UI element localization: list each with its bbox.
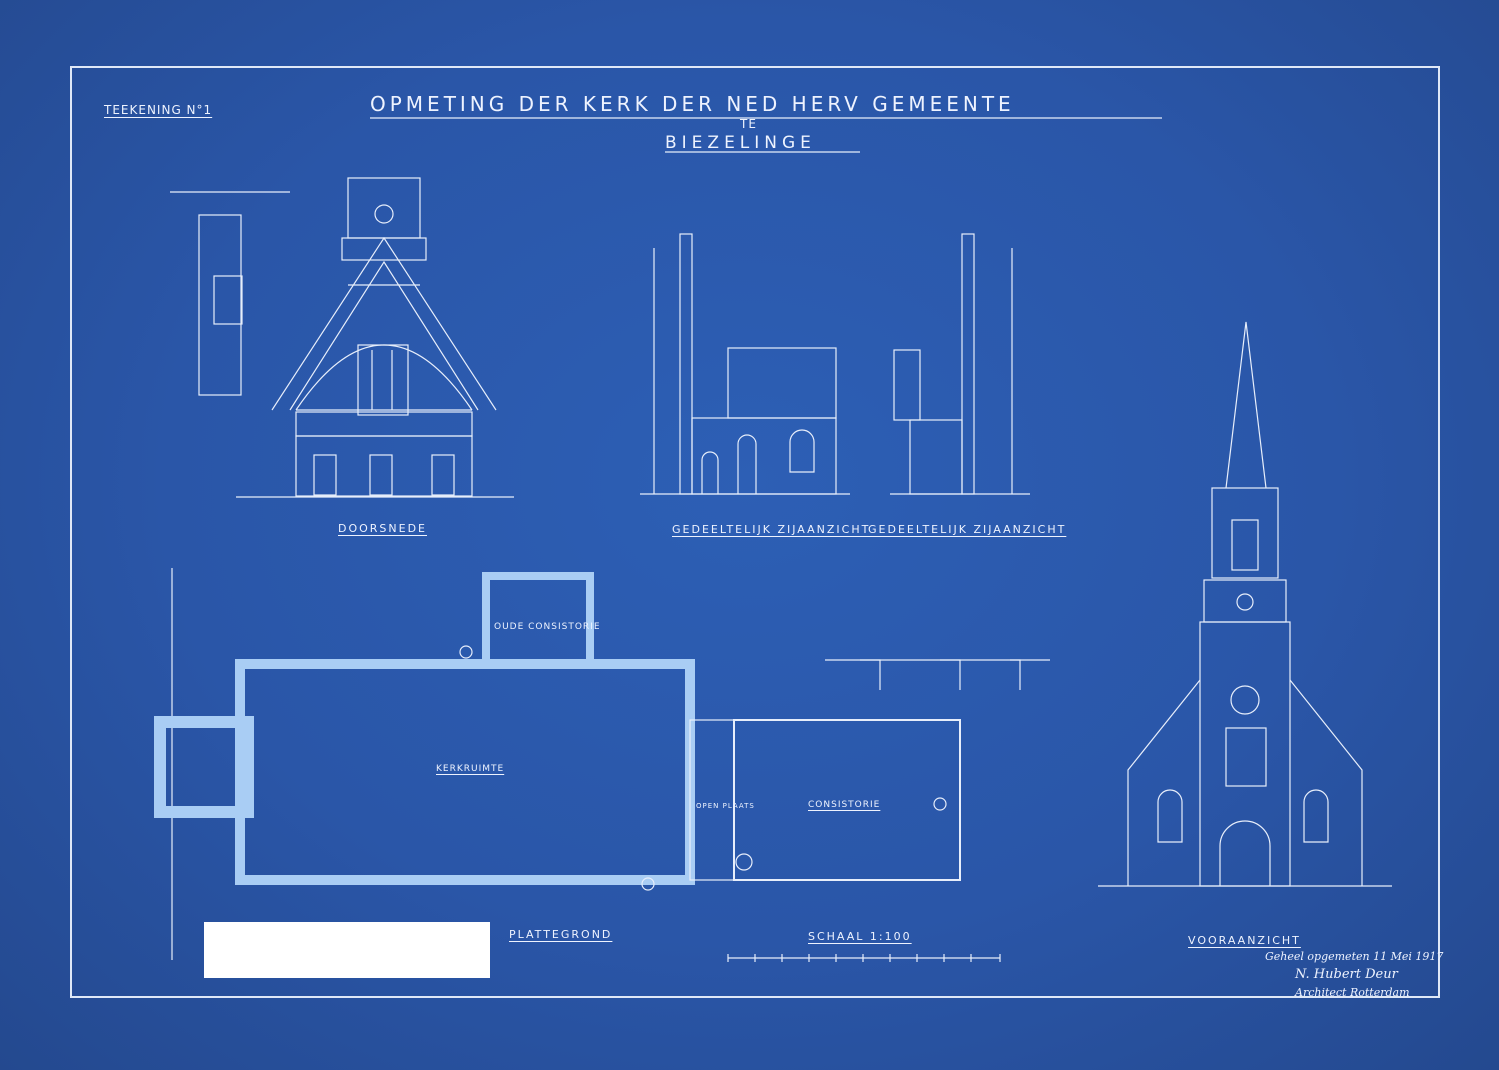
room-oude-consistorie: OUDE CONSISTORIE bbox=[494, 622, 601, 632]
signature-title: Architect Rotterdam bbox=[1295, 986, 1410, 999]
tower-plan-small bbox=[170, 191, 290, 396]
drawing-number: TEEKENING N°1 bbox=[104, 103, 213, 117]
room-consistorie: CONSISTORIE bbox=[808, 800, 881, 810]
room-open-plaats: OPEN PLAATS bbox=[696, 802, 755, 810]
signature-block: Geheel opgemeten 11 Mei 1917 N. Hubert D… bbox=[1265, 950, 1443, 1003]
scale-bar bbox=[727, 954, 1001, 962]
place-name: BIEZELINGE bbox=[665, 133, 816, 153]
drawing-frame bbox=[70, 66, 1440, 998]
pasted-label bbox=[204, 922, 490, 978]
front-elevation bbox=[1098, 321, 1392, 887]
caption-vooraanzicht: VOORAANZICHT bbox=[1188, 934, 1301, 947]
room-kerkruimte: KERKRUIMTE bbox=[436, 764, 505, 774]
caption-plattegrond: PLATTEGROND bbox=[509, 928, 613, 941]
title-te: TE bbox=[740, 117, 757, 131]
side-elevation-right bbox=[890, 233, 1030, 495]
signature-name: N. Hubert Deur bbox=[1295, 967, 1398, 982]
signature-date: Geheel opgemeten 11 Mei 1917 bbox=[1265, 950, 1444, 963]
caption-doorsnede: DOORSNEDE bbox=[338, 522, 428, 535]
foundation-details bbox=[825, 659, 1050, 690]
side-elevation-left bbox=[640, 233, 850, 495]
section-drawing bbox=[236, 177, 514, 498]
caption-zijaanzicht-left: GEDEELTELIJK ZIJAANZICHT bbox=[672, 523, 871, 536]
caption-zijaanzicht-right: GEDEELTELIJK ZIJAANZICHT bbox=[868, 523, 1067, 536]
caption-schaal: SCHAAL 1:100 bbox=[808, 930, 912, 943]
sheet-title: OPMETING DER KERK DER NED HERV GEMEENTE bbox=[370, 92, 1015, 116]
floor-plan bbox=[154, 568, 961, 960]
